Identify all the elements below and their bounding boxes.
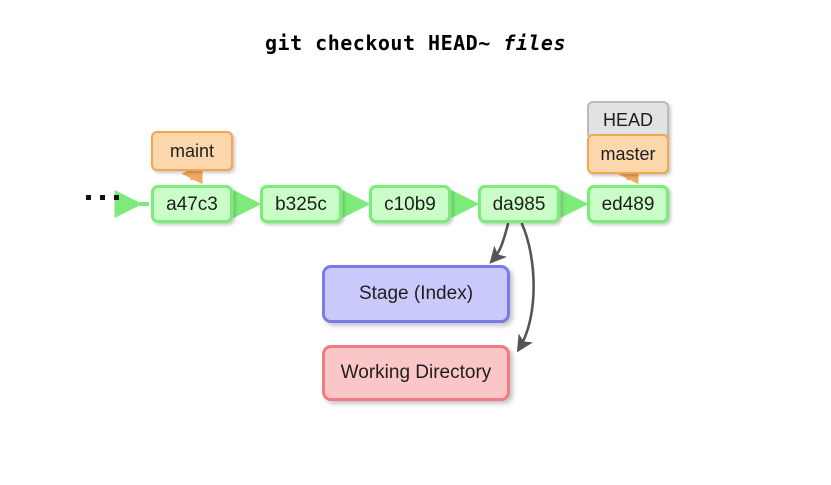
- title-command: git checkout HEAD~: [265, 31, 504, 55]
- arrow-to-working-directory: [516, 222, 535, 353]
- branch-label-master[interactable]: master: [587, 134, 669, 174]
- commit-node-c10b9[interactable]: c10b9: [369, 185, 451, 223]
- commit-node-a47c3[interactable]: a47c3: [151, 185, 233, 223]
- ellipsis-dot: [86, 195, 91, 200]
- title-argument: files: [503, 31, 566, 55]
- arrow-to-stage-index: [489, 222, 510, 264]
- commit-node-da985[interactable]: da985: [478, 185, 560, 223]
- page-title: git checkout HEAD~ files: [0, 31, 831, 55]
- stage-index-box[interactable]: Stage (Index): [322, 265, 510, 323]
- ellipsis-dot: [100, 195, 105, 200]
- working-directory-box[interactable]: Working Directory: [322, 345, 510, 401]
- ref-link-arrows: [181, 163, 639, 185]
- commit-node-b325c[interactable]: b325c: [260, 185, 342, 223]
- history-ellipsis: [86, 195, 119, 200]
- commit-node-ed489[interactable]: ed489: [587, 185, 669, 223]
- ellipsis-dot: [114, 195, 119, 200]
- branch-label-maint[interactable]: maint: [151, 131, 233, 171]
